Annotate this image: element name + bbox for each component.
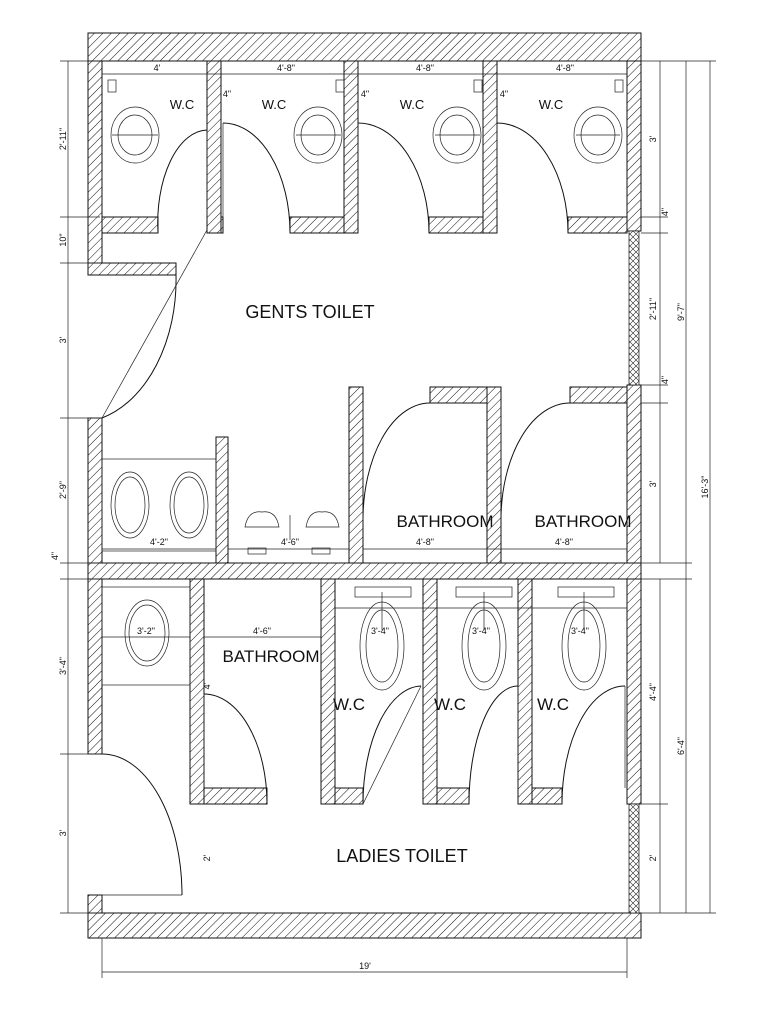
ladies-wc-label-2: W.C [434, 695, 466, 714]
middle-wall [87, 562, 642, 580]
dim-right-bath: 3' [648, 480, 658, 487]
ladies-wc-label-1: W.C [333, 695, 365, 714]
dim-overall-width: 19' [359, 961, 371, 971]
dim-gents-bath-1: 4'-8" [416, 537, 434, 547]
top-wall [87, 32, 642, 62]
gents-wc-fixtures [107, 79, 624, 164]
gents-bathroom-label-1: BATHROOM [397, 512, 494, 531]
dimension-lines [60, 60, 716, 978]
dim-partition-2: 4" [361, 89, 369, 99]
dim-right-163: 16'-3" [700, 476, 710, 499]
dim-ladies-passage: 2' [202, 854, 212, 861]
dim-right-97: 9'-7" [676, 303, 686, 321]
dim-gents-wc-2: 4'-8" [277, 63, 295, 73]
gents-wc-label-2: W.C [262, 97, 287, 112]
dim-gents-wc-3: 4'-8" [416, 63, 434, 73]
dim-left-wash: 2'-9" [58, 481, 68, 499]
dim-ladies-bath-depth: 4' [202, 682, 212, 689]
dim-left-ladies-door: 3' [58, 829, 68, 836]
wc-fixture-4 [573, 79, 624, 164]
dim-right-wc: 3' [648, 135, 658, 142]
dim-partition-1: 4" [223, 89, 231, 99]
dim-left-door: 3' [58, 336, 68, 343]
gents-wc-label-4: W.C [539, 97, 564, 112]
wc-fixture-3 [432, 79, 483, 164]
wc-fixture-2 [293, 79, 345, 164]
left-wall-ladies-jamb [87, 894, 103, 914]
gents-wc-partitions [101, 60, 628, 234]
dim-ladies-basin: 3'-2" [137, 626, 155, 636]
dim-ladies-bath-width: 4'-6" [253, 626, 271, 636]
wc-fixture-1 [107, 79, 160, 164]
bottom-wall [87, 912, 642, 939]
left-wall-wc [87, 60, 103, 264]
room-labels: GENTS TOILET LADIES TOILET BATHROOM BATH… [170, 97, 632, 866]
right-wall-wc [626, 60, 642, 232]
dim-ladies-wc-2: 3'-4" [472, 626, 490, 636]
dim-left-wc: 2'-11" [58, 128, 68, 150]
urinals [244, 511, 340, 555]
ladies-wc-fixtures [354, 586, 615, 691]
dim-ladies-wc-1: 3'-4" [371, 626, 389, 636]
left-wall-jamb-top [87, 262, 177, 276]
dim-partition-3: 4" [500, 89, 508, 99]
right-window-ladies [628, 803, 640, 914]
dimension-labels: 4' 4'-8" 4'-8" 4'-8" 4" 4" 4" 2'-11" 10"… [50, 63, 710, 971]
dim-wash-basin: 4'-2" [150, 537, 168, 547]
right-window-gents [628, 230, 640, 386]
dim-right-211: 2'-11" [648, 298, 658, 320]
dim-right-64: 6'-4" [676, 737, 686, 755]
left-wall-lower-gents [87, 417, 103, 564]
dim-right-2: 2' [648, 854, 658, 861]
dim-left-ladies-upper: 3'-4" [58, 657, 68, 675]
ladies-wc-label-3: W.C [537, 695, 569, 714]
dim-left-wall: 4" [50, 552, 60, 560]
ladies-partitions [189, 578, 563, 805]
dim-gents-wc-1: 4' [154, 63, 161, 73]
dim-urinal: 4'-6" [281, 537, 299, 547]
dim-ladies-wc-3: 3'-4" [571, 626, 589, 636]
gents-wc-label-1: W.C [170, 97, 195, 112]
dim-right-4b: 4" [660, 376, 670, 384]
dim-right-4a: 4" [660, 208, 670, 216]
right-wall-ladies [626, 578, 642, 805]
gents-bathroom-label-2: BATHROOM [535, 512, 632, 531]
ladies-bathroom-label: BATHROOM [223, 647, 320, 666]
door-swings [101, 122, 626, 896]
gents-toilet-label: GENTS TOILET [245, 302, 374, 322]
gents-wc-label-3: W.C [400, 97, 425, 112]
left-wall-ladies-upper [87, 578, 103, 755]
dim-right-44: 4'-4" [648, 683, 658, 701]
dim-left-10: 10" [58, 233, 68, 246]
gents-wash-basins [101, 458, 217, 552]
dim-gents-wc-4: 4'-8" [556, 63, 574, 73]
right-wall-bath [626, 384, 642, 564]
ladies-basin [101, 586, 191, 686]
ladies-toilet-label: LADIES TOILET [336, 846, 467, 866]
dim-gents-bath-2: 4'-8" [555, 537, 573, 547]
